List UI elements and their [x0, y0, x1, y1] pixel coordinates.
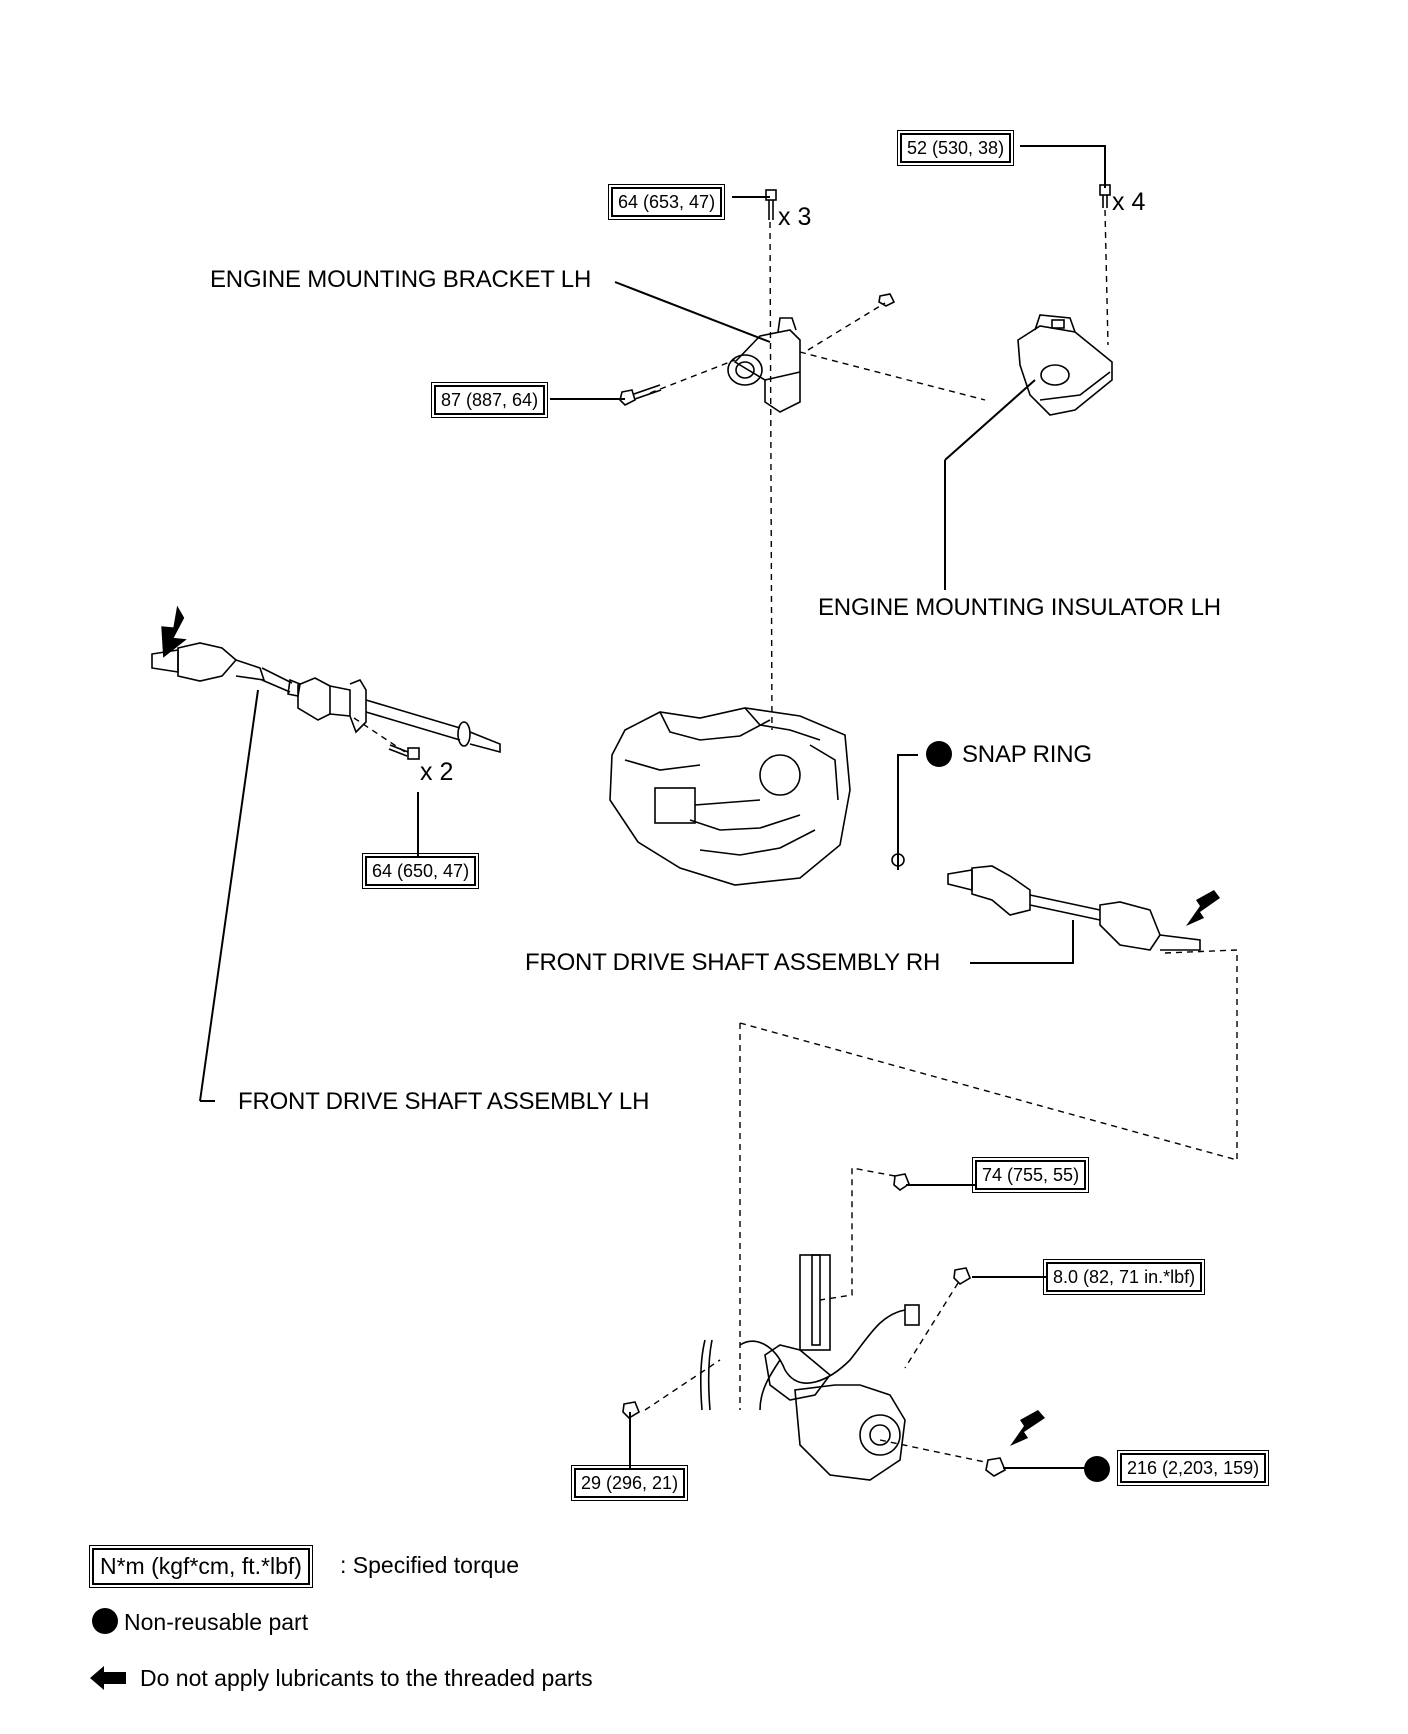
drive-shaft-lh-drawing — [151, 642, 501, 754]
multiplier-x2: x 2 — [420, 758, 454, 786]
multiplier-x4: x 4 — [1112, 188, 1146, 216]
transaxle-drawing — [609, 707, 851, 886]
legend-no-lubricant: Do not apply lubricants to the threaded … — [140, 1665, 593, 1691]
legend-torque-desc: : Specified torque — [340, 1552, 520, 1578]
dashed-alignment-lines — [353, 209, 1238, 1463]
drive-shaft-rh-drawing — [947, 865, 1201, 951]
legend-torque-unit: N*m (kgf*cm, ft.*lbf) — [89, 1545, 313, 1588]
torque-spec-box: 216 (2,203, 159) — [1116, 1450, 1270, 1486]
torque-spec-box: 29 (296, 21) — [570, 1465, 689, 1501]
torque-spec-box: 52 (530, 38) — [896, 130, 1015, 166]
label-front-drive-shaft-lh: FRONT DRIVE SHAFT ASSEMBLY LH — [238, 1088, 650, 1115]
bolt-icons — [388, 184, 1111, 1477]
non-reusable-icon — [926, 741, 952, 767]
no-lubricant-arrow-icons — [161, 605, 1220, 1446]
torque-spec-box: 64 (650, 47) — [361, 853, 480, 889]
engine-mounting-insulator-drawing — [1017, 314, 1113, 416]
label-engine-mounting-bracket-lh: ENGINE MOUNTING BRACKET LH — [210, 266, 592, 293]
torque-spec-box: 8.0 (82, 71 in.*lbf) — [1042, 1259, 1206, 1295]
steering-knuckle-drawing — [699, 1254, 920, 1481]
legend-arrow-icon — [90, 1666, 126, 1690]
label-snap-ring: SNAP RING — [962, 741, 1092, 768]
leader-lines — [199, 145, 1106, 1480]
non-reusable-icon — [1084, 1456, 1110, 1482]
torque-spec-box: 64 (653, 47) — [607, 184, 726, 220]
multiplier-x3: x 3 — [778, 203, 812, 231]
legend-non-reusable-icon — [92, 1608, 118, 1634]
label-engine-mounting-insulator-lh: ENGINE MOUNTING INSULATOR LH — [818, 594, 1221, 621]
torque-spec-box: 74 (755, 55) — [971, 1157, 1090, 1193]
legend-non-reusable: Non-reusable part — [124, 1609, 309, 1635]
engine-mounting-bracket-drawing — [727, 317, 801, 413]
label-front-drive-shaft-rh: FRONT DRIVE SHAFT ASSEMBLY RH — [525, 949, 941, 976]
torque-spec-box: 87 (887, 64) — [430, 382, 549, 418]
